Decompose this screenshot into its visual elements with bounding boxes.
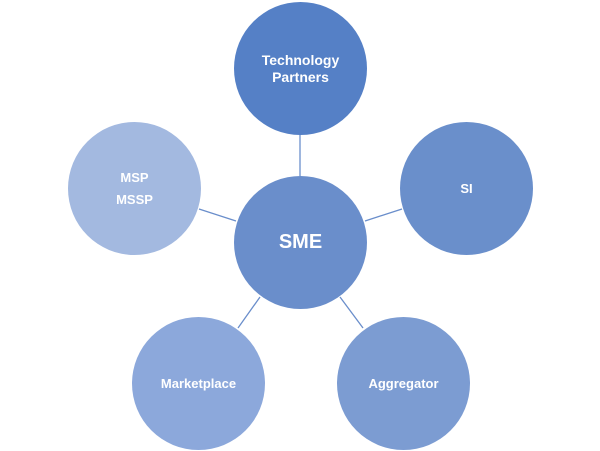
node-msp: MSP MSSP: [68, 122, 201, 255]
connector-msp: [198, 208, 237, 222]
node-label: Aggregator: [368, 376, 439, 391]
connector-aggregator: [339, 296, 364, 329]
node-sme-center: SME: [234, 176, 367, 309]
node-si: SI: [400, 122, 533, 255]
node-aggregator: Aggregator: [337, 317, 470, 450]
node-label: Marketplace: [160, 376, 237, 391]
node-marketplace: Marketplace: [132, 317, 265, 450]
node-label: SI: [460, 181, 473, 196]
node-label: MSSP: [116, 192, 153, 207]
node-technology-partners: Technology Partners: [234, 2, 367, 135]
connector-marketplace: [237, 296, 261, 329]
node-label: Technology: [261, 51, 340, 68]
center-label: SME: [278, 231, 323, 253]
node-label: Partners: [272, 68, 329, 85]
connector-si: [364, 208, 403, 222]
node-label: MSP: [120, 170, 149, 185]
